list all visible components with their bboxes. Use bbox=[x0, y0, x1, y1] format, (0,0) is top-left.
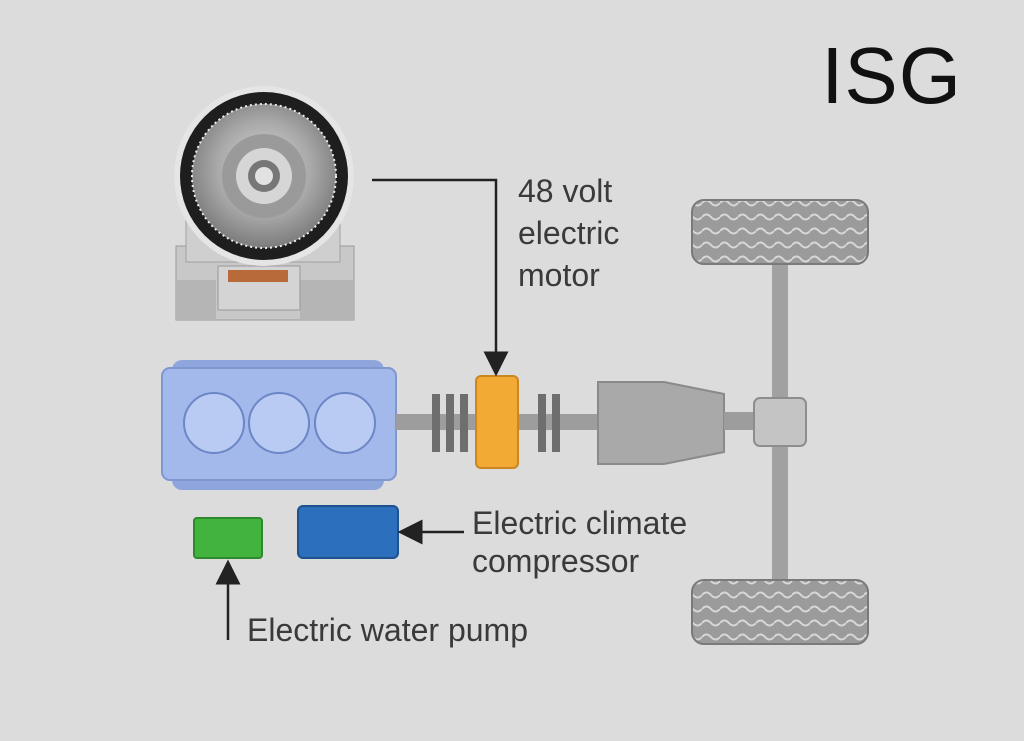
water-pump-label: Electric water pump bbox=[247, 612, 528, 648]
motor-label-line-3: motor bbox=[518, 257, 600, 293]
diagram-title: ISG bbox=[821, 31, 962, 120]
gearbox bbox=[597, 381, 764, 465]
motor-leader-arrow bbox=[372, 178, 509, 377]
engine-cylinder-3 bbox=[314, 392, 376, 454]
electric-motor-48v bbox=[475, 375, 519, 469]
compressor-label: Electric climate compressor bbox=[472, 504, 687, 580]
rear-axle bbox=[753, 258, 807, 588]
electric-water-pump-block bbox=[193, 517, 263, 559]
engine-cylinder-1 bbox=[183, 392, 245, 454]
electric-climate-compressor-block bbox=[297, 505, 399, 559]
motor-label: 48 volt electric motor bbox=[518, 170, 619, 296]
engine-block bbox=[161, 360, 397, 490]
compressor-label-line-2: compressor bbox=[472, 543, 640, 579]
compressor-label-line-1: Electric climate bbox=[472, 505, 688, 541]
engine-cylinder-2 bbox=[248, 392, 310, 454]
isg-motor-illustration bbox=[174, 86, 355, 321]
motor-label-line-1: 48 volt bbox=[518, 173, 613, 209]
motor-label-line-2: electric bbox=[518, 215, 620, 251]
tire-top bbox=[691, 199, 869, 265]
tire-bottom bbox=[691, 579, 869, 645]
